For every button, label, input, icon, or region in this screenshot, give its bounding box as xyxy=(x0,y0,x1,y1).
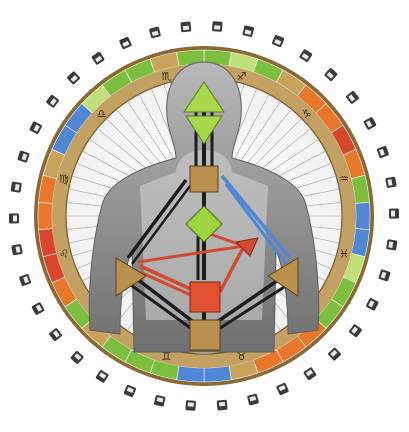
planet-glyph-mark xyxy=(244,29,252,35)
planet-glyph-mark xyxy=(274,38,282,45)
planet-glyph-mark xyxy=(35,304,43,312)
planet-glyph-ring xyxy=(8,21,400,411)
zodiac-glyph: ♊ xyxy=(162,350,172,363)
zodiac-glyph: ♎ xyxy=(97,107,107,120)
planet-glyph-mark xyxy=(182,25,190,31)
spoke-line xyxy=(241,109,292,170)
planet-glyph-mark xyxy=(379,148,385,156)
gate-band xyxy=(37,49,371,383)
gate-segment xyxy=(355,201,371,231)
spoke-line xyxy=(138,94,176,164)
planet-glyph-mark xyxy=(390,210,396,217)
gate-segment xyxy=(37,201,53,231)
planet-glyph-mark xyxy=(249,395,257,402)
gate-segment xyxy=(176,365,205,383)
spoke-line xyxy=(116,109,167,170)
planet-glyph-mark xyxy=(351,326,359,334)
planet-glyph-mark xyxy=(12,215,18,222)
planet-glyph-mark xyxy=(99,372,107,379)
planet-glyph-mark xyxy=(218,401,226,407)
planet-glyph-mark xyxy=(151,30,159,37)
planet-glyph-mark xyxy=(33,124,40,132)
planet-glyph-mark xyxy=(70,75,78,83)
planet-glyph-mark xyxy=(387,179,393,186)
root-center xyxy=(189,319,221,351)
zodiac-glyph: ♐ xyxy=(237,70,247,83)
planet-glyph-mark xyxy=(15,246,21,253)
zodiac-glyph: ♓ xyxy=(339,248,349,261)
gate-segment xyxy=(203,365,232,383)
planet-glyph-mark xyxy=(14,184,20,191)
ajna-center xyxy=(185,115,223,145)
spoke-line xyxy=(106,118,162,174)
planet-glyph-mark xyxy=(126,387,134,394)
sacral-center xyxy=(189,281,221,313)
spleen-center xyxy=(115,257,147,297)
planet-glyph-mark xyxy=(52,330,60,338)
spoke-line xyxy=(232,94,270,164)
planet-glyph-mark xyxy=(23,276,29,284)
planet-glyph-mark xyxy=(214,25,221,30)
spoke-line xyxy=(237,101,281,167)
planet-glyph-mark xyxy=(388,241,394,248)
zodiac-glyph: ♌ xyxy=(59,248,69,261)
planet-glyph-mark xyxy=(348,94,356,102)
planet-glyph-mark xyxy=(156,397,164,403)
zodiac-glyph: ♑ xyxy=(302,107,312,120)
planet-glyph-mark xyxy=(21,153,28,161)
planet-glyph-mark xyxy=(380,271,387,279)
heart-center xyxy=(234,237,259,257)
centers xyxy=(115,81,299,351)
zodiac-glyph: ♉ xyxy=(237,350,247,363)
planet-glyph-mark xyxy=(74,353,82,361)
zodiac-glyph: ♒ xyxy=(339,172,349,185)
solar-plexus-center xyxy=(267,257,299,297)
planet-glyph-mark xyxy=(122,40,130,47)
planet-glyph-mark xyxy=(94,55,103,63)
zodiac-glyph: ♍ xyxy=(59,172,69,185)
g-center xyxy=(185,205,223,243)
planet-glyph-mark xyxy=(305,369,314,377)
head-center xyxy=(183,81,225,113)
planet-glyph-mark xyxy=(368,300,375,308)
planet-glyph-mark xyxy=(326,71,334,79)
spoke-line xyxy=(127,101,171,167)
zodiac-glyph: ♏ xyxy=(162,70,172,83)
spoke-line xyxy=(246,118,302,174)
planet-glyph-mark xyxy=(49,98,57,106)
throat-center xyxy=(189,165,219,193)
planet-glyph-mark xyxy=(365,120,373,128)
planet-glyph-mark xyxy=(301,53,309,60)
planet-glyph-mark xyxy=(187,402,194,407)
planet-glyph-mark xyxy=(330,349,338,357)
planet-glyph-mark xyxy=(278,385,286,392)
